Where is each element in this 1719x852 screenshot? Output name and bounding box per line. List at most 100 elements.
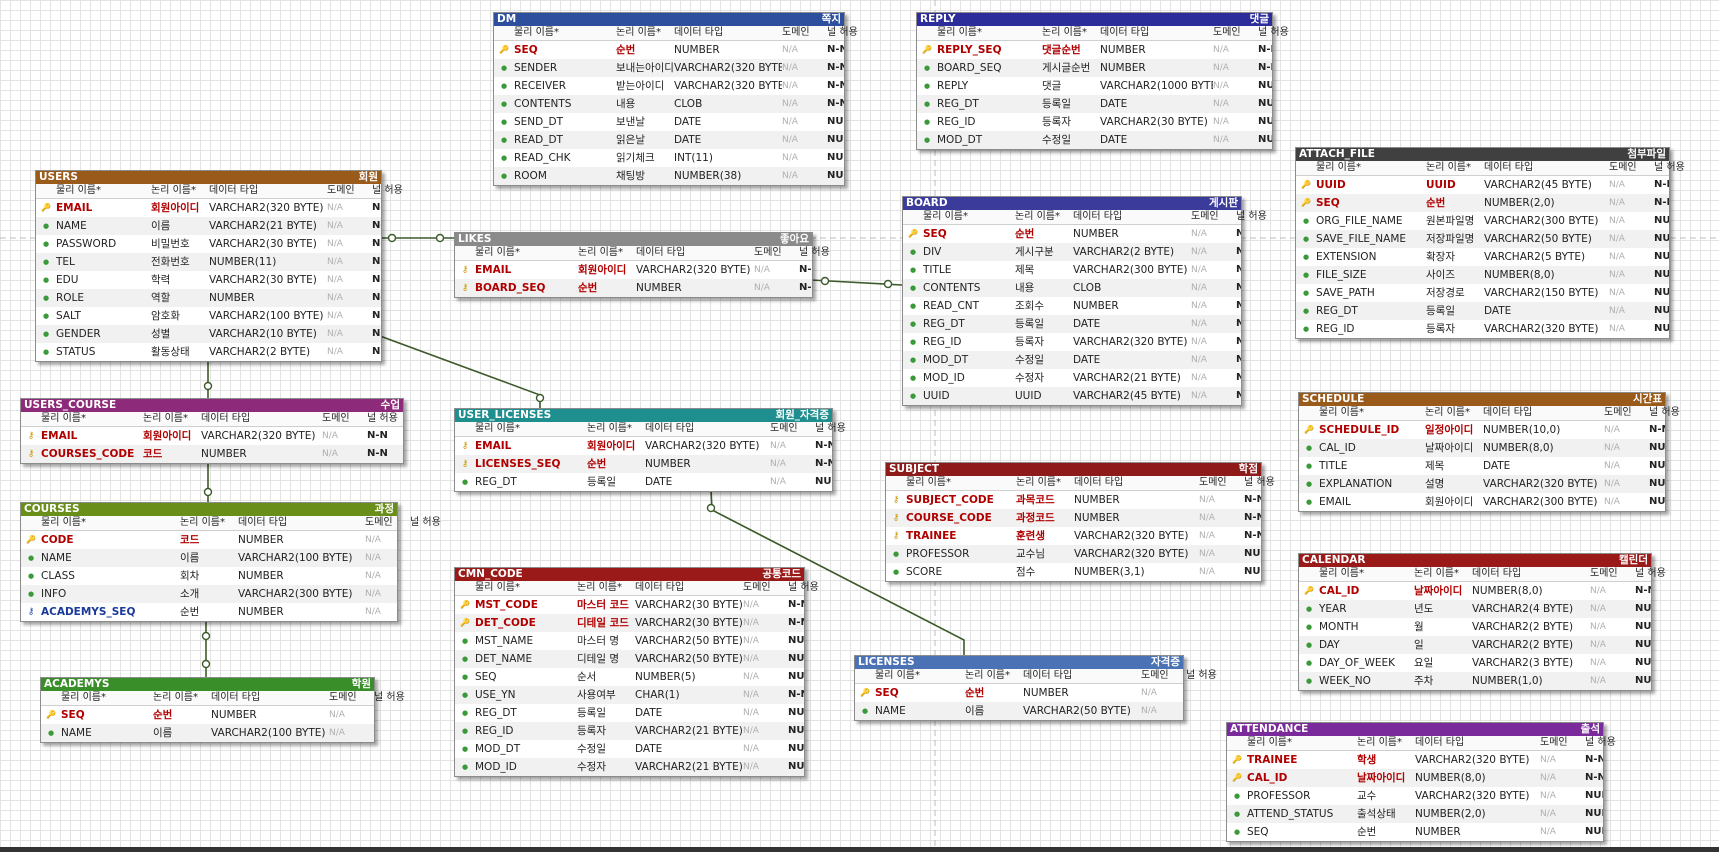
rel-board-likes[interactable] — [810, 279, 903, 286]
rel-users-user-licenses[interactable] — [379, 335, 541, 408]
